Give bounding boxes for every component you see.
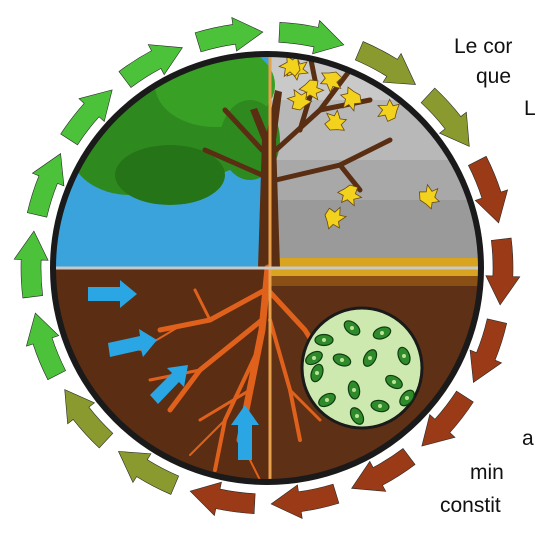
caption-line-1: Le cor (454, 36, 512, 57)
caption-line-6: constit (440, 495, 501, 516)
cycle-arrow-icon (279, 21, 344, 54)
caption-line-4: a (522, 428, 534, 449)
caption-line-2: que (476, 66, 511, 87)
cycle-arrow-icon (195, 17, 263, 51)
cycle-arrow-icon (190, 482, 255, 515)
caption-line-5: min (470, 462, 504, 483)
cycle-arrow-icon (271, 484, 339, 518)
bacteria-icon (302, 308, 422, 428)
caption-line-3: L (524, 98, 536, 119)
cycle-arrow-icon (14, 231, 48, 298)
leaf-litter (270, 258, 500, 286)
cycle-arrow-icon (486, 238, 520, 305)
cycle-arrow-icon (470, 319, 507, 383)
cycle-arrow-icon (27, 154, 64, 218)
